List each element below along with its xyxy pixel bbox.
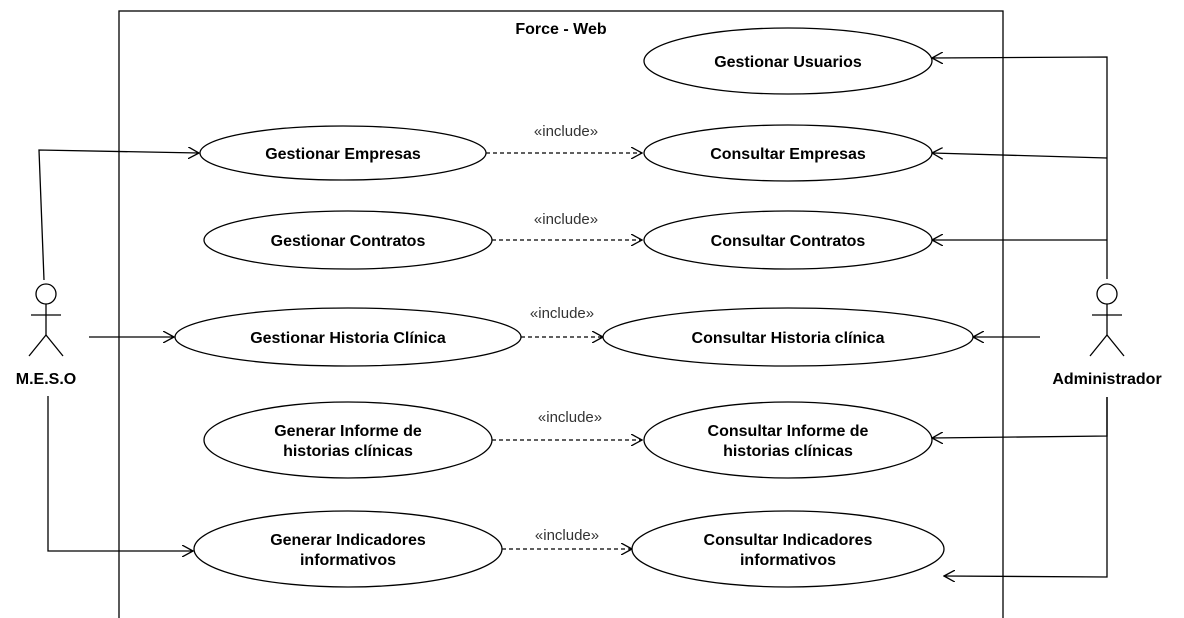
use-case-label-line2: informativos — [300, 552, 396, 569]
use-case-label: Consultar Contratos — [711, 233, 866, 250]
use-case-consultar-historia-clinica: Consultar Historia clínica — [602, 307, 974, 367]
use-case-consultar-informe: Consultar Informe de historias clínicas — [643, 401, 933, 479]
include-relations: «include» «include» «include» «include» … — [486, 123, 642, 549]
use-case-label: Gestionar Usuarios — [714, 54, 862, 71]
actor-meso: M.E.S.O — [16, 283, 76, 388]
use-case-gestionar-contratos: Gestionar Contratos — [203, 210, 493, 270]
administrador-associations — [932, 57, 1108, 577]
include-label: «include» — [530, 305, 594, 322]
use-case-generar-indicadores: Generar Indicadores informativos — [193, 510, 503, 588]
use-case-label: Consultar Historia clínica — [692, 330, 885, 347]
use-case-gestionar-usuarios: Gestionar Usuarios — [643, 27, 933, 95]
include-label: «include» — [538, 409, 602, 426]
use-case-label-line2: historias clínicas — [283, 443, 413, 460]
use-case-label-line1: Consultar Indicadores — [704, 532, 873, 549]
use-case-label: Gestionar Historia Clínica — [250, 330, 446, 347]
use-case-consultar-indicadores: Consultar Indicadores informativos — [631, 510, 945, 588]
use-case-label-line2: historias clínicas — [723, 443, 853, 460]
use-case-generar-informe: Generar Informe de historias clínicas — [203, 401, 493, 479]
use-case-label: Consultar Empresas — [710, 146, 866, 163]
use-case-label-line1: Generar Indicadores — [270, 532, 426, 549]
use-case-label: Gestionar Empresas — [265, 146, 421, 163]
include-label: «include» — [534, 211, 598, 228]
system-title: Force - Web — [515, 21, 607, 38]
system-boundary — [118, 10, 1004, 618]
use-case-label: Gestionar Contratos — [271, 233, 426, 250]
use-case-label-line2: informativos — [740, 552, 836, 569]
actor-meso-label: M.E.S.O — [16, 371, 76, 388]
use-case-label-line1: Generar Informe de — [274, 423, 422, 440]
include-label: «include» — [534, 123, 598, 140]
use-case-consultar-contratos: Consultar Contratos — [643, 210, 933, 270]
include-label: «include» — [535, 527, 599, 544]
use-case-gestionar-historia-clinica: Gestionar Historia Clínica — [174, 307, 522, 367]
actor-administrador-label: Administrador — [1052, 371, 1161, 388]
actor-administrador: Administrador — [1052, 283, 1162, 388]
use-case-gestionar-empresas: Gestionar Empresas — [199, 125, 487, 181]
use-case-label-line1: Consultar Informe de — [708, 423, 869, 440]
meso-associations — [38, 150, 199, 551]
use-case-consultar-empresas: Consultar Empresas — [643, 124, 933, 182]
